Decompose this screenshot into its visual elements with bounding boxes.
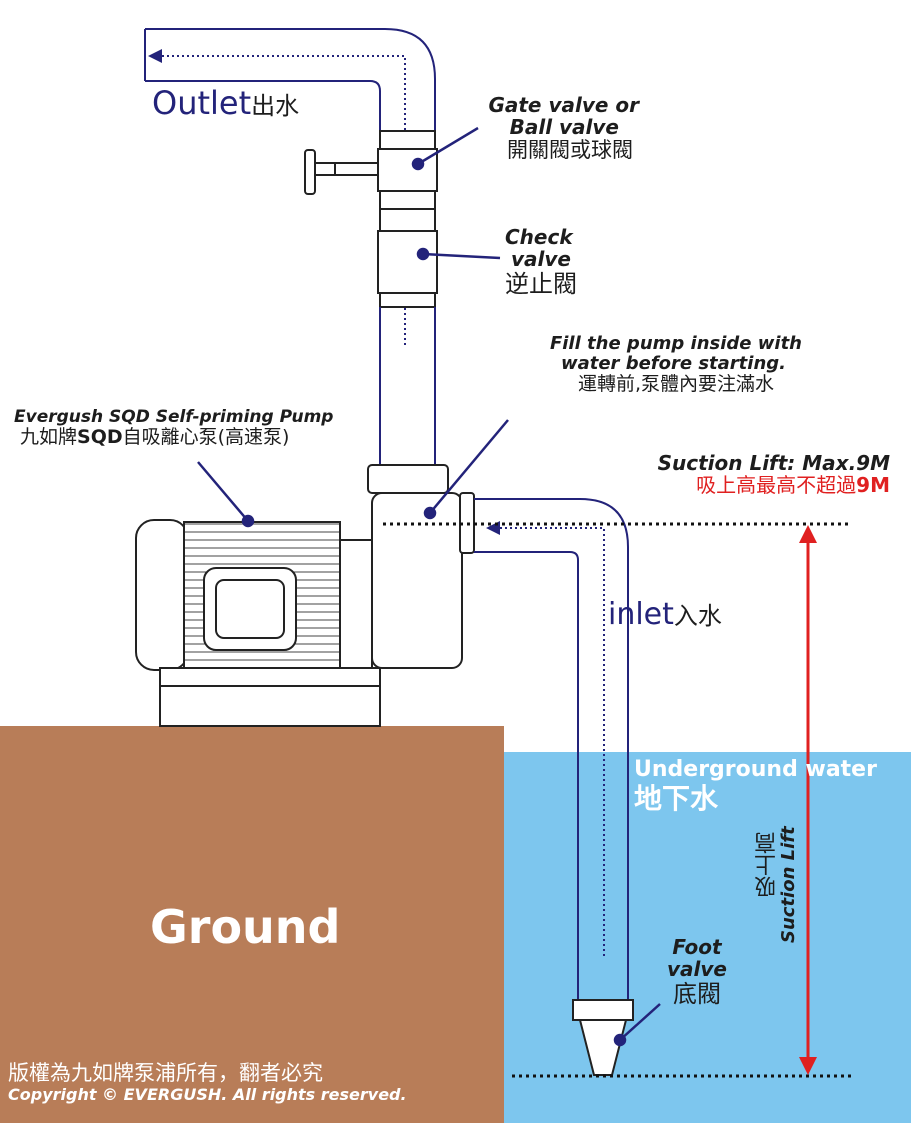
outlet-pipe — [144, 28, 436, 131]
gate-valve-label-line1: Gate valve or — [488, 93, 639, 117]
outlet-flow-arrow — [148, 49, 162, 63]
leader-lines — [197, 126, 661, 1047]
underground-water-label: Underground water 地下水 — [634, 757, 877, 815]
foot-valve-line2: valve — [667, 957, 727, 982]
foot-valve-line1: Foot — [672, 935, 722, 959]
gate-valve-label-zh: 開關閥或球閥 — [507, 137, 633, 162]
copyright-label: 版權為九如牌泵浦所有，翻者必究 Copyright © EVERGUSH. Al… — [8, 1061, 407, 1104]
inlet-label-en: inlet — [608, 597, 674, 632]
pump-label-zh: 九如牌SQD自吸離心泵(高速泵) — [20, 426, 333, 449]
suction-lift-max-zh-prefix: 吸上高最高不超過 — [696, 473, 857, 498]
check-valve-label-line2: valve — [511, 247, 571, 272]
pump-label-en: Evergush SQD Self-priming Pump — [14, 407, 334, 427]
pump-label-zh-bold: SQD — [77, 426, 123, 449]
copyright-zh: 版權為九如牌泵浦所有，翻者必究 — [8, 1061, 323, 1085]
check-valve-label-zh: 逆止閥 — [505, 269, 577, 298]
gate-valve-label: Gate valve or Ball valve 開關閥或球閥 — [473, 94, 639, 162]
outlet-label: Outlet出水 — [152, 84, 300, 122]
suction-lift-max-label: Suction Lift: Max.9M 吸上高最高不超過9M — [628, 452, 890, 497]
ground-label: Ground — [150, 900, 341, 954]
fill-note-label: Fill the pump inside with water before s… — [508, 333, 802, 396]
suction-lift-vertical-label: 吸上高 Suction Lift — [752, 810, 800, 960]
underground-water-zh: 地下水 — [634, 781, 719, 815]
pump-label-zh-prefix: 九如牌 — [20, 426, 78, 449]
suction-lift-max-zh: 吸上高最高不超過9M — [628, 474, 890, 496]
discharge-pipe — [379, 307, 436, 465]
gate-valve — [304, 130, 438, 210]
outlet-label-en: Outlet — [152, 84, 252, 122]
check-valve-label: Check valve 逆止閥 — [505, 226, 577, 298]
inlet-label: inlet入水 — [608, 598, 722, 632]
pump-body — [135, 464, 475, 727]
fill-note-line1: Fill the pump inside with — [549, 333, 802, 354]
check-valve — [377, 208, 438, 308]
inlet-label-zh: 入水 — [673, 602, 722, 630]
fill-note-zh: 運轉前,泵體內要注滿水 — [577, 373, 774, 396]
foot-valve-zh: 底閥 — [673, 979, 721, 1008]
inlet-flow-line — [496, 527, 605, 956]
underground-water-en: Underground water — [634, 757, 877, 782]
ground-block — [0, 726, 504, 1123]
check-valve-label-line1: Check — [505, 225, 573, 249]
suction-lift-max-zh-bold: 9M — [856, 473, 890, 498]
suction-pipe — [474, 498, 629, 1000]
pump-label: Evergush SQD Self-priming Pump 九如牌SQD自吸離… — [14, 407, 334, 449]
water-block — [504, 752, 911, 1123]
foot-valve-label: Foot valve 底閥 — [662, 936, 732, 1008]
suction-lift-vertical-en: Suction Lift — [778, 826, 799, 944]
outlet-label-zh: 出水 — [251, 92, 300, 120]
suction-lift-max-en: Suction Lift: Max.9M — [657, 451, 890, 475]
pump-label-zh-suffix: 自吸離心泵(高速泵) — [122, 426, 290, 449]
copyright-en: Copyright © EVERGUSH. All rights reserve… — [8, 1084, 407, 1104]
gate-valve-label-line2: Ball valve — [509, 115, 619, 140]
fill-note-line2: water before starting. — [560, 353, 786, 375]
